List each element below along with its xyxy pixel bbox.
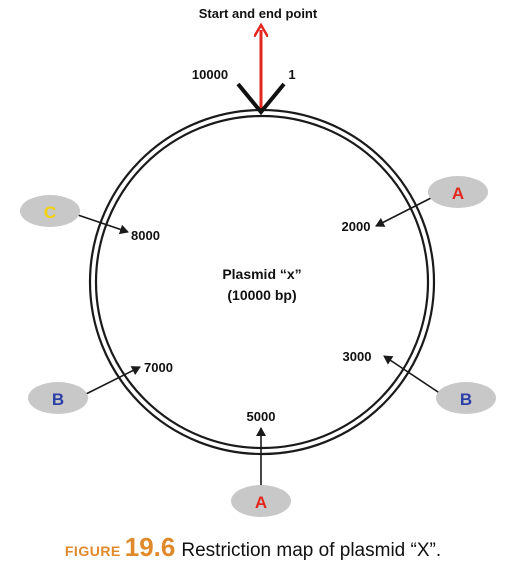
enzyme-a-top-right: A <box>428 176 488 208</box>
enzyme-b-label: B <box>52 390 64 409</box>
arrow-c-to-8000 <box>71 212 129 235</box>
plasmid-name: Plasmid “x” <box>222 266 301 282</box>
plasmid-map-diagram: Start and end point 10000 1 Plasmid “x” … <box>20 6 496 517</box>
enzyme-b-bottom-right: B <box>436 382 496 414</box>
figure-caption-text: Restriction map of plasmid “X”. <box>181 540 442 561</box>
figure-number: 19.6 <box>124 532 176 562</box>
start-end-label: Start and end point <box>199 6 318 21</box>
position-2000-label: 2000 <box>342 219 371 234</box>
position-5000-label: 5000 <box>247 409 276 424</box>
enzyme-b-bottom-left: B <box>28 382 88 414</box>
tick-1-label: 1 <box>288 67 295 82</box>
plasmid-outer-ring <box>88 108 436 456</box>
enzyme-c-label: C <box>44 203 56 222</box>
enzyme-a-bottom: A <box>231 485 291 517</box>
enzyme-a-label: A <box>452 184 464 203</box>
figure-word: FIGURE <box>64 543 121 559</box>
position-3000-label: 3000 <box>343 349 372 364</box>
enzyme-b-label: B <box>460 390 472 409</box>
position-7000-label: 7000 <box>144 360 173 375</box>
arrow-b-to-7000 <box>81 366 141 397</box>
plasmid-size: (10000 bp) <box>227 287 296 303</box>
enzyme-a-label: A <box>255 493 267 512</box>
plasmid-inner-ring <box>94 114 430 450</box>
position-8000-label: 8000 <box>131 228 160 243</box>
arrow-a-to-2000 <box>375 196 434 227</box>
start-v-mark <box>236 82 286 116</box>
arrow-b-to-3000 <box>383 355 445 397</box>
enzyme-c-top-left: C <box>20 195 80 227</box>
tick-10000-label: 10000 <box>192 67 228 82</box>
